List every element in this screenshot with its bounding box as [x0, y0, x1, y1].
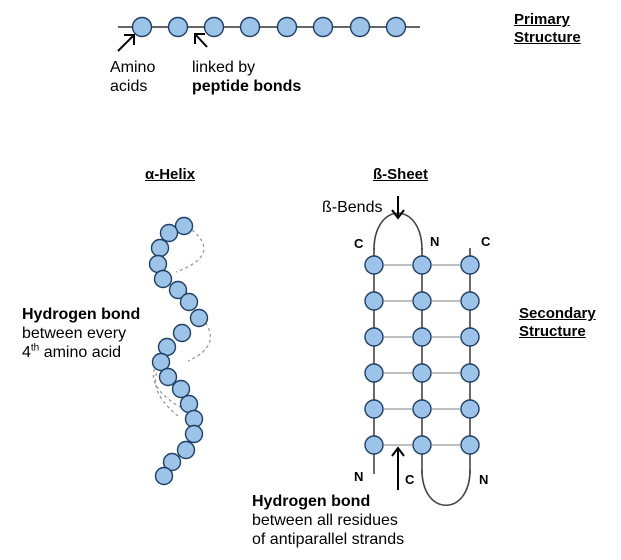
- amino-acid-arrow: [117, 34, 135, 52]
- sheet-amino-acid-bead: [364, 399, 384, 419]
- sheet-hydrogen-bonds: [384, 264, 460, 446]
- helix-amino-acid-bead: [150, 238, 170, 258]
- sheet-amino-acid-bead: [412, 363, 432, 383]
- amino-acids-label: Amino acids: [110, 58, 155, 96]
- term-n-mid: N: [430, 234, 440, 249]
- helix-amino-acid-bead: [153, 269, 173, 289]
- sheet-amino-acid-bead: [460, 399, 480, 419]
- linked-line2: peptide bonds: [192, 78, 302, 95]
- sheet-amino-acid-bead: [460, 255, 480, 275]
- helix-amino-acid-bead: [159, 223, 179, 243]
- sheet-amino-acid-bead: [460, 363, 480, 383]
- amino-acid-bead: [167, 16, 189, 38]
- amino-acid-bead: [239, 16, 261, 38]
- sheet-amino-acid-bead: [460, 291, 480, 311]
- secondary-title-line2: Structure: [519, 323, 586, 340]
- helix-amino-acid-bead: [168, 280, 188, 300]
- amino-acid-bead: [312, 16, 334, 38]
- primary-structure-title: Primary Structure: [514, 11, 581, 47]
- primary-title-line1: Primary: [514, 11, 570, 28]
- helix-hbond-title: Hydrogen bond: [22, 306, 141, 323]
- peptide-bond-arrow: [194, 33, 208, 48]
- helix-amino-acid-bead: [174, 216, 194, 236]
- sheet-amino-acid-bead: [364, 291, 384, 311]
- helix-hbond-line3: 4th amino acid: [22, 343, 140, 362]
- sheet-amino-acid-bead: [412, 255, 432, 275]
- sheet-hbond-arrow: [391, 446, 405, 490]
- helix-bead-chain: [148, 216, 209, 486]
- sheet-amino-acid-bead: [412, 327, 432, 347]
- sheet-amino-acid-bead: [364, 255, 384, 275]
- helix-amino-acid-bead: [172, 323, 192, 343]
- helix-amino-acid-bead: [179, 292, 199, 312]
- primary-title-line2: Structure: [514, 29, 581, 46]
- amino-line2: acids: [110, 78, 148, 95]
- helix-hbond-label: Hydrogen bond between every 4th amino ac…: [22, 305, 140, 362]
- alpha-helix-title: α-Helix: [145, 166, 196, 183]
- sheet-amino-acid-bead: [364, 435, 384, 455]
- sheet-amino-acid-bead: [412, 435, 432, 455]
- sheet-hbond-line3: of antiparallel strands: [252, 531, 405, 548]
- beta-bends-label: ß-Bends: [322, 199, 383, 216]
- sheet-amino-acid-bead: [364, 363, 384, 383]
- amino-acid-bead: [131, 16, 153, 38]
- sheet-amino-acid-bead: [364, 327, 384, 347]
- sheet-hbond-title: Hydrogen bond: [252, 493, 371, 510]
- helix-amino-acid-bead: [162, 452, 182, 472]
- term-n-left: N: [354, 469, 364, 484]
- sheet-amino-acid-bead: [412, 399, 432, 419]
- helix-amino-acid-bead: [158, 367, 178, 387]
- beta-bend-arrow: [391, 196, 405, 220]
- helix-amino-acid-bead: [176, 440, 196, 460]
- amino-acid-bead: [349, 16, 371, 38]
- term-c-mid: C: [405, 472, 415, 487]
- helix-hbond-rest: amino acid: [39, 344, 122, 361]
- helix-amino-acid-bead: [184, 424, 204, 444]
- helix-hbond-num: 4: [22, 344, 31, 361]
- helix-amino-acid-bead: [189, 308, 209, 328]
- secondary-structure-title: Secondary Structure: [519, 305, 596, 341]
- helix-amino-acid-bead: [151, 352, 171, 372]
- bottom-beta-bend: [421, 469, 471, 507]
- sheet-bead-grid: [364, 255, 480, 455]
- peptide-bonds-label: linked by peptide bonds: [192, 58, 301, 96]
- beta-sheet-title: ß-Sheet: [373, 166, 429, 183]
- sheet-hbond-label: Hydrogen bond between all residues of an…: [252, 492, 404, 549]
- helix-amino-acid-bead: [154, 466, 174, 486]
- helix-hbond-line2: between every: [22, 325, 127, 342]
- sheet-amino-acid-bead: [412, 291, 432, 311]
- amino-acid-bead: [203, 16, 225, 38]
- primary-bead-chain: [131, 16, 407, 38]
- term-c-right: C: [481, 234, 491, 249]
- sheet-hbond-line2: between all residues: [252, 512, 398, 529]
- linked-line1: linked by: [192, 59, 256, 76]
- term-n-right: N: [479, 472, 489, 487]
- amino-line1: Amino: [110, 59, 156, 76]
- amino-acid-bead: [276, 16, 298, 38]
- helix-hbond-sup: th: [30, 342, 40, 354]
- term-c-left: C: [354, 236, 364, 251]
- amino-acid-bead: [385, 16, 407, 38]
- secondary-title-line1: Secondary: [519, 305, 596, 322]
- sheet-amino-acid-bead: [460, 435, 480, 455]
- sheet-amino-acid-bead: [460, 327, 480, 347]
- helix-amino-acid-bead: [171, 379, 191, 399]
